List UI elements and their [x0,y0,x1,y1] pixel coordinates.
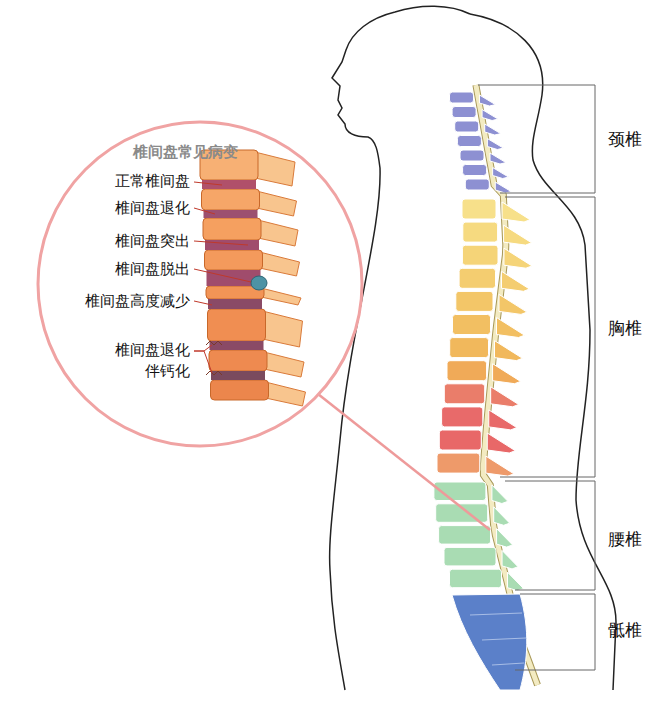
spinous-process [501,271,529,291]
inset-disc [210,341,264,350]
inset-process [264,352,304,377]
inset-disc [204,210,258,218]
spinous-process [485,124,501,135]
inset-process [263,311,303,347]
lesion-label: 椎间盘退化 [115,198,190,218]
spinous-process [487,433,515,453]
inset-process [257,191,297,216]
vertebra [444,384,484,404]
vertebra [457,136,481,147]
region-label: 骶椎 [608,620,642,640]
lesion-label: 椎间盘高度减少 [85,291,190,311]
vertebra [456,291,493,311]
back-outline [470,14,616,690]
inset-disc [202,180,256,189]
inset-vertebra [209,350,267,371]
inset-pointer [318,394,490,530]
spinous-process [494,341,522,361]
spinous-process [504,248,532,268]
sacrum-lines [470,613,526,665]
vertebra [455,121,479,132]
spinous-process [495,182,511,193]
vertebra [450,338,489,358]
inset-vertebra [202,189,260,210]
vertebra [439,526,491,545]
inset-disc [208,299,262,309]
lesion-label: 正常椎间盘 [115,171,190,191]
vertebra [450,569,502,588]
inset-vertebra [211,380,269,400]
lesion-label: 椎间盘退化 伴钙化 [110,340,190,382]
inset-vertebra [203,218,261,240]
herniation [251,276,267,290]
vertebra [465,179,489,190]
spinous-process [490,153,506,164]
vertebra [463,222,498,242]
inset-process [266,382,306,406]
spinous-process [499,294,527,314]
spinous-process [493,168,509,179]
vertebra [460,150,484,161]
vertebra [453,315,491,335]
leader-lines [194,182,251,373]
spinous-process [497,318,525,338]
vertebra [450,92,474,103]
calcification [206,341,222,375]
spinous-process [482,110,498,121]
spine [434,85,538,690]
sacrum [452,594,527,690]
spinous-process [502,202,530,222]
lesion-label: 椎间盘突出 [115,231,190,251]
inset-title: 椎间盘常见病变 [133,143,238,162]
vertebra [437,453,480,473]
region-label: 颈椎 [608,129,642,149]
inset-process [261,288,301,305]
vertebra [439,430,481,450]
vertebra [463,165,487,176]
inset-circle [38,122,362,446]
spinous-process [502,550,518,569]
region-label: 腰椎 [608,529,642,549]
vertebra [462,199,496,219]
vertebra [462,245,498,265]
vertebra [452,107,476,118]
spinous-process [491,387,519,407]
spinous-process [494,507,510,526]
body-outline [330,6,470,690]
spinous-process [492,485,508,504]
inset-process [258,220,298,246]
inset-vertebra [205,250,263,270]
vertebra [442,407,483,427]
spinous-process [489,410,517,430]
inset-spine [200,150,306,406]
inset-disc [205,240,259,250]
spinous-process [507,572,523,591]
inset-vertebra [208,309,266,341]
spinous-process [504,225,532,245]
lesion-label: 椎间盘脱出 [115,259,190,279]
inset-process [255,152,295,186]
region-brackets [478,85,595,670]
spinous-process [487,139,503,150]
vertebra [447,361,487,381]
spinous-process [497,529,513,548]
vertebra [459,268,495,288]
region-label: 胸椎 [608,318,642,338]
inset-process [260,252,300,276]
vertebra [444,547,496,566]
spinous-process [486,456,514,476]
spinous-process [493,364,521,384]
spinous-process [479,95,495,106]
